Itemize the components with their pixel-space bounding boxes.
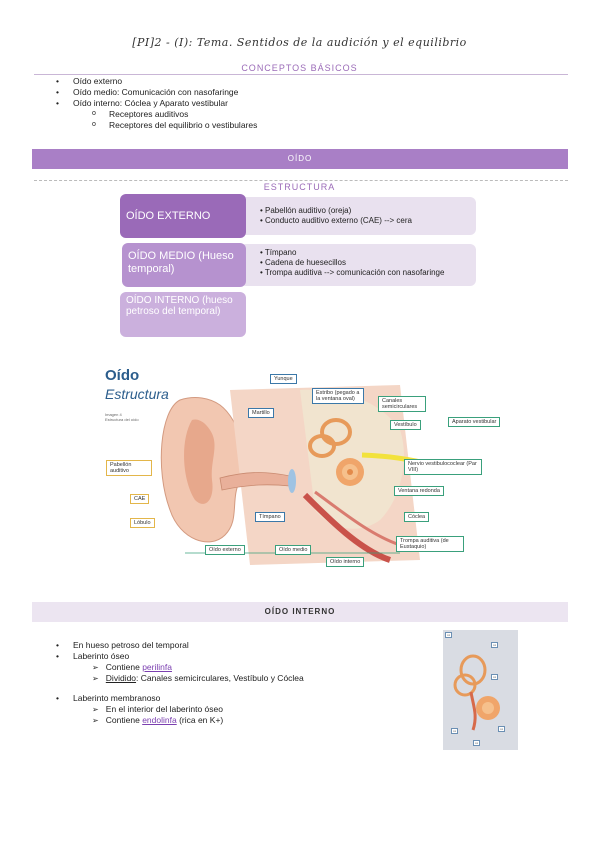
label-nervio: Nervio vestibulococlear (Par VIII) <box>404 459 482 475</box>
list-item: En hueso petroso del temporal <box>56 640 189 651</box>
inner-ear-illustration <box>453 654 500 731</box>
list-subitem: Receptores del equilibrio o vestibulares <box>73 119 257 131</box>
oido-externo-box: OÍDO EXTERNO <box>120 194 246 238</box>
label-martillo: Martillo <box>248 408 274 418</box>
label-yunque: Yunque <box>270 374 297 384</box>
list-subitem: ➢ Contiene endolinfa (rica en K+) <box>92 715 224 725</box>
label-oido-interno: Oído interno <box>326 557 365 567</box>
mini-label: ▭ <box>473 740 481 746</box>
label-oido-medio: Oído medio <box>275 545 312 555</box>
externo-details: • Pabellón auditivo (oreja) • Conducto a… <box>240 197 476 235</box>
label-canales: Canales semicirculares <box>378 396 426 412</box>
section-band-oido-interno: OÍDO INTERNO <box>32 602 568 622</box>
label-trompa: Trompa auditiva (de Eustaquio) <box>396 536 464 552</box>
detail-line: • Conducto auditivo externo (CAE) --> ce… <box>260 216 412 225</box>
oido-medio-box: OÍDO MEDIO (Hueso temporal) <box>122 243 246 287</box>
perilinfa-link[interactable]: perilinfa <box>142 662 172 672</box>
membranoso-list: Laberinto membranoso <box>56 693 161 704</box>
mini-label: ▭ <box>445 632 453 638</box>
mini-label: ▭ <box>491 642 499 648</box>
section-band-oido: OÍDO <box>32 149 568 169</box>
label-estribo: Estribo (pegado a la ventana oval) <box>312 388 364 404</box>
section-heading-conceptos: CONCEPTOS BÁSICOS <box>241 63 358 73</box>
list-subitem: Receptores auditivos <box>73 108 257 120</box>
divider <box>34 74 568 75</box>
detail-line: • Trompa auditiva --> comunicación con n… <box>260 268 445 277</box>
mini-label: ▭ <box>451 728 459 734</box>
label-pabellon: Pabellón auditivo <box>106 460 152 476</box>
mini-label: ▭ <box>498 726 506 732</box>
list-item: Oído interno: Cóclea y Aparato vestibula… <box>56 98 257 109</box>
label-cae: CAE <box>130 494 150 504</box>
page-title: [PI]2 - (I): Tema. Sentidos de la audici… <box>132 36 467 49</box>
inner-ear-thumbnail: ▭ ▭ ▭ ▭ ▭ ▭ <box>443 630 518 750</box>
endolinfa-link[interactable]: endolinfa <box>142 715 177 725</box>
figure-subtitle: Estructura <box>105 386 169 402</box>
list-item: Laberinto membranoso <box>56 693 161 704</box>
label-aparato-vestibular: Aparato vestibular <box>448 417 501 427</box>
label-oido-externo: Oído externo <box>205 545 245 555</box>
oseo-subitems: ➢ Contiene perilinfa ➢ Dividido: Canales… <box>92 662 304 684</box>
mini-label: ▭ <box>491 674 499 680</box>
label-lobulo: Lóbulo <box>130 518 155 528</box>
label-ventana-redonda: Ventana redonda <box>394 486 444 496</box>
ear-illustration <box>160 385 451 565</box>
ear-structure-figure: Oído Estructura Imagen 4 Estructura del … <box>100 360 501 570</box>
divider <box>34 180 568 181</box>
conceptos-list: Oído externo Oído medio: Comunicación co… <box>56 76 257 131</box>
list-item: Oído externo <box>56 76 257 87</box>
interno-list: En hueso petroso del temporal Laberinto … <box>56 640 189 662</box>
medio-details: • Tímpano • Cadena de huesecillos • Trom… <box>240 244 476 286</box>
detail-line: • Tímpano <box>260 248 297 257</box>
figure-caption: Estructura del oído <box>105 417 139 422</box>
list-subitem: ➢ En el interior del laberinto óseo <box>92 704 223 714</box>
detail-line: • Cadena de huesecillos <box>260 258 346 267</box>
label-timpano: Tímpano <box>255 512 285 522</box>
label-vestibulo: Vestíbulo <box>390 420 421 430</box>
label-coclea: Cóclea <box>404 512 430 522</box>
oido-interno-box: OÍDO INTERNO (hueso petroso del temporal… <box>120 292 246 337</box>
figure-title: Oído <box>105 367 140 384</box>
section-heading-estructura: ESTRUCTURA <box>263 182 336 192</box>
list-subitem: ➢ Contiene perilinfa <box>92 662 172 672</box>
list-item: Oído medio: Comunicación con nasofaringe <box>56 87 257 98</box>
membranoso-subitems: ➢ En el interior del laberinto óseo ➢ Co… <box>92 704 223 726</box>
figure-caption: Imagen 4 <box>105 412 122 417</box>
list-subitem: ➢ Dividido: Canales semicirculares, Vest… <box>92 673 304 683</box>
list-item: Laberinto óseo <box>56 651 189 662</box>
detail-line: • Pabellón auditivo (oreja) <box>260 206 352 215</box>
